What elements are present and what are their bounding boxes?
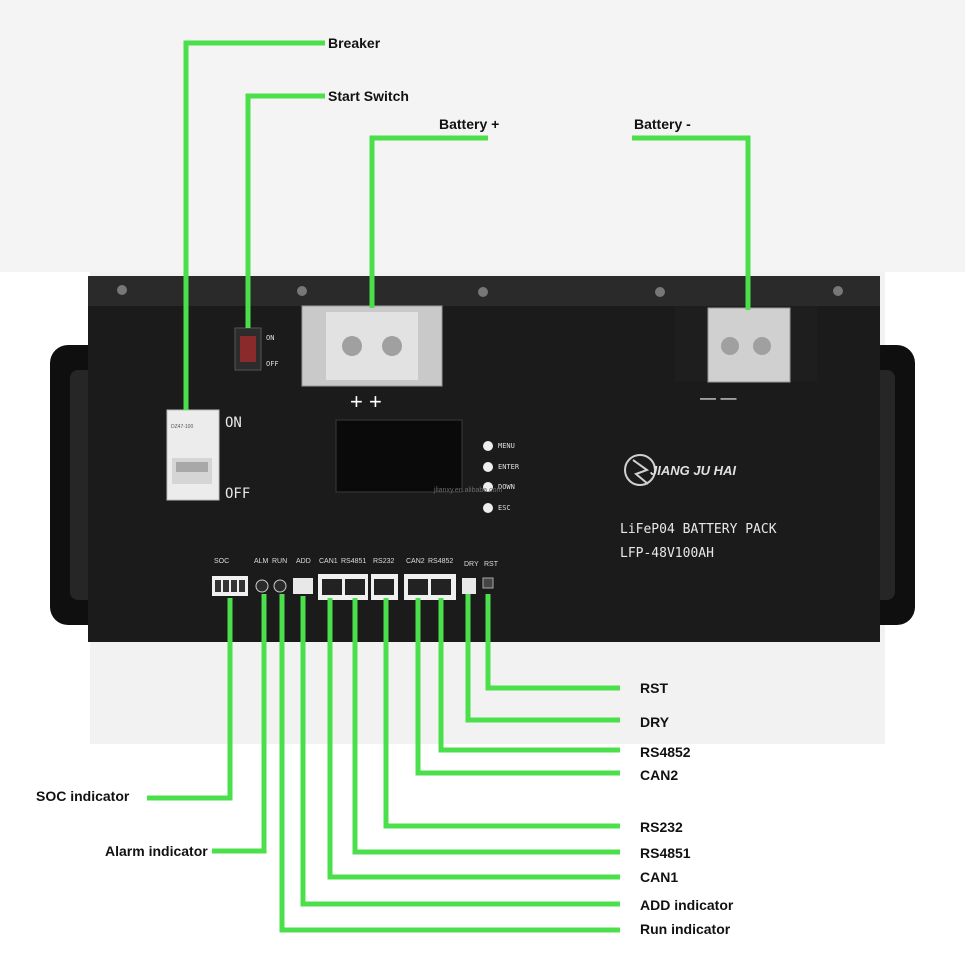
label-dry: DRY [640, 714, 670, 730]
menu-buttons [483, 441, 493, 513]
can2-port[interactable] [408, 579, 428, 595]
port-label-rs4852: RS4852 [428, 558, 453, 565]
breaker-model: DZ47-100 [171, 424, 193, 430]
switch-off-label: OFF [266, 360, 279, 368]
can1-port[interactable] [322, 579, 342, 595]
menu-button[interactable] [483, 441, 493, 451]
label-can2: CAN2 [640, 767, 678, 783]
leader-can2 [415, 598, 620, 776]
run-led [273, 579, 287, 593]
leader-soc [147, 598, 233, 801]
down-button[interactable] [483, 482, 493, 492]
port-label-soc: SOC [214, 558, 229, 565]
label-start-switch: Start Switch [328, 88, 409, 104]
leader-can1 [327, 598, 620, 880]
positive-terminal[interactable] [301, 305, 443, 387]
soc-led-bar [212, 576, 248, 596]
menu-button-label: MENU [498, 442, 515, 450]
leader-rst [485, 594, 620, 691]
port-label-dry: DRY [464, 561, 479, 568]
port-label-can2: CAN2 [406, 558, 425, 565]
minus-signs: — — [700, 390, 736, 407]
switch-on-label: ON [266, 334, 274, 342]
watermark: jlianxy.en.alibaba.com [433, 487, 503, 494]
label-run-indicator: Run indicator [640, 921, 731, 937]
plus-signs: + + [350, 389, 382, 414]
label-soc-indicator: SOC indicator [36, 788, 130, 804]
label-breaker: Breaker [328, 35, 381, 51]
label-battery-minus: Battery - [634, 116, 691, 132]
enter-button[interactable] [483, 462, 493, 472]
label-rs4852: RS4852 [640, 744, 691, 760]
port-label-rs4851: RS4851 [341, 558, 366, 565]
rj45-group-1 [318, 574, 368, 600]
product-line-2: LFP-48V100AH [620, 546, 714, 561]
port-label-rs232: RS232 [373, 558, 395, 565]
label-rs4851: RS4851 [640, 845, 691, 861]
rs232-port[interactable] [374, 579, 394, 595]
label-battery-plus: Battery + [439, 116, 499, 132]
rst-button[interactable] [482, 577, 494, 589]
product-line-1: LiFeP04 BATTERY PACK [620, 522, 777, 537]
leader-dry [465, 594, 620, 723]
brand-logo-icon [624, 454, 656, 486]
breaker-on-label: ON [225, 415, 242, 431]
leader-rs232 [383, 598, 620, 829]
leader-breaker [183, 40, 325, 410]
port-label-alm: ALM [254, 558, 269, 565]
leader-start-switch [245, 93, 325, 328]
leader-run [279, 594, 620, 933]
panel-screws [117, 285, 843, 297]
port-label-run: RUN [272, 558, 287, 565]
leader-rs4851 [352, 598, 620, 855]
brand-name: JIANG JU HAI [650, 463, 736, 478]
alarm-led [255, 579, 269, 593]
rs4851-port[interactable] [345, 579, 365, 595]
label-alarm-indicator: Alarm indicator [105, 843, 208, 859]
label-rst: RST [640, 680, 668, 696]
port-label-rst: RST [484, 561, 499, 568]
breaker[interactable] [166, 409, 220, 501]
start-switch[interactable] [234, 327, 262, 371]
leader-rs4852 [438, 598, 620, 753]
enter-button-label: ENTER [498, 463, 520, 471]
leader-battery-minus [632, 135, 751, 310]
leader-add [300, 596, 620, 907]
add-dip-switch[interactable] [293, 578, 313, 594]
label-add-indicator: ADD indicator [640, 897, 734, 913]
dry-contact-port[interactable] [462, 578, 476, 594]
esc-button[interactable] [483, 503, 493, 513]
port-label-can1: CAN1 [319, 558, 338, 565]
down-button-label: DOWN [498, 483, 515, 491]
port-label-add: ADD [296, 558, 311, 565]
negative-terminal[interactable] [675, 306, 817, 383]
esc-button-label: ESC [498, 504, 511, 512]
rj45-group-3 [404, 574, 456, 600]
rs4852-port[interactable] [431, 579, 451, 595]
leader-alarm [212, 594, 267, 854]
lcd-screen [335, 419, 463, 493]
label-can1: CAN1 [640, 869, 678, 885]
leader-battery-plus [369, 135, 488, 308]
label-rs232: RS232 [640, 819, 683, 835]
breaker-off-label: OFF [225, 486, 250, 502]
rj45-group-2 [371, 574, 398, 600]
leader-lines [147, 40, 751, 933]
